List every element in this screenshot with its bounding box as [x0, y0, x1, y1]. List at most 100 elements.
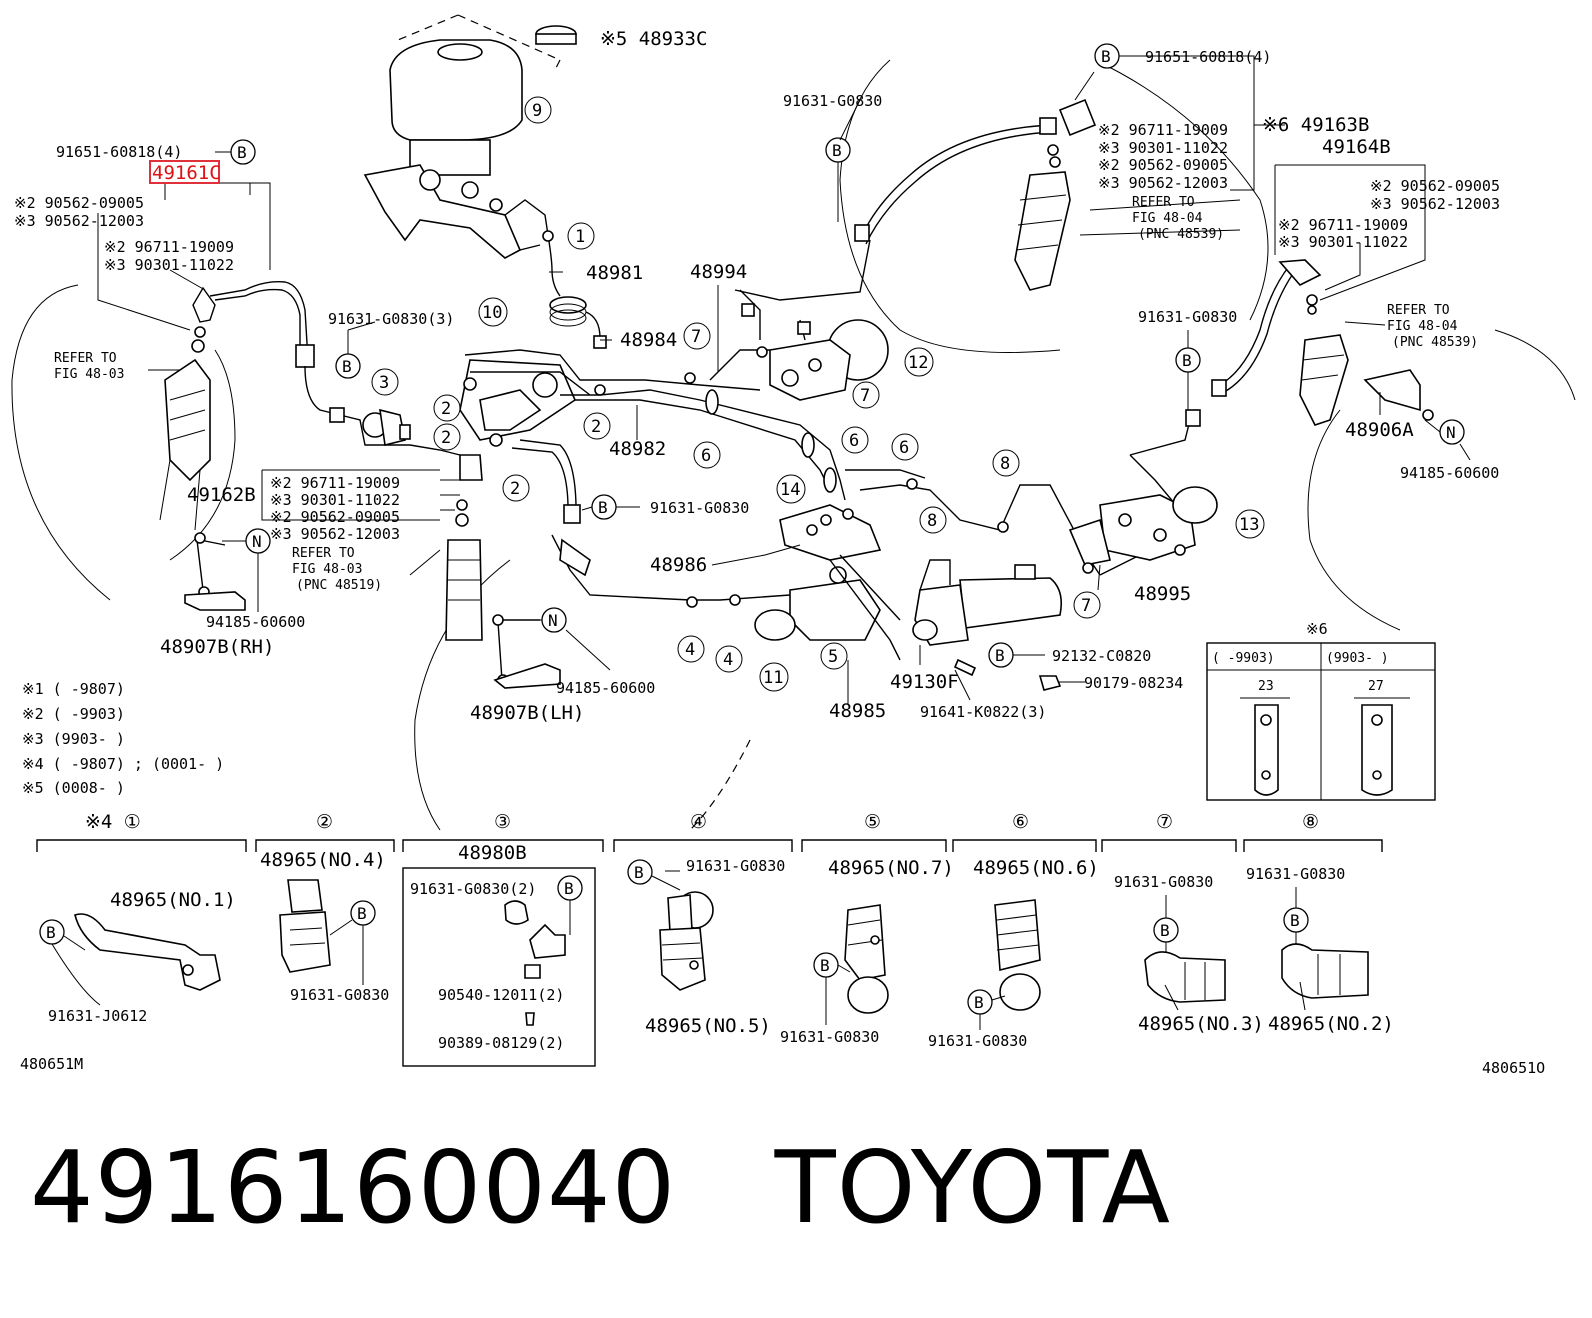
detail-extra-3b: 90389-08129(2)	[438, 1034, 564, 1052]
detail-bolt-8: 91631-G0830	[1246, 865, 1345, 883]
nut-90179	[1038, 675, 1062, 691]
detail-part-3: 48980B	[458, 842, 527, 864]
guide-arc-right-wheel	[1494, 329, 1576, 401]
label-48984: 48984	[620, 329, 677, 351]
label-refer-left-2: FIG 48-03	[54, 367, 124, 382]
label-90562-12003-left: ※3 90562-12003	[14, 212, 144, 230]
guide-arc-right-top	[839, 59, 1061, 353]
svg-text:10: 10	[482, 303, 502, 323]
label-96711-right2: ※2 96711-19009	[1278, 216, 1408, 234]
bracket-49161C	[192, 286, 216, 323]
detail-mark-7: ⑦	[1156, 811, 1173, 833]
label-48906a: 48906A	[1345, 419, 1414, 441]
label-91651-left: 91651-60818(4)	[56, 143, 182, 161]
brake-line-48994b	[734, 239, 871, 301]
clamp-6c	[823, 467, 837, 493]
guide-arc-right-top2	[1094, 59, 1269, 321]
highlight-box	[149, 160, 220, 184]
brake-line-right	[1129, 419, 1191, 456]
footer-part-number: 4916160040	[30, 1129, 677, 1246]
label-49161c[interactable]: 49161C	[152, 162, 221, 184]
note-x6-col2: (9903- )	[1326, 651, 1389, 666]
label-refer-r2-3: (PNC 48539)	[1392, 335, 1478, 350]
svg-text:4: 4	[685, 640, 695, 660]
note-x6-col1: ( -9903)	[1212, 651, 1275, 666]
detail-part-7: 48965(NO.3)	[1138, 1013, 1264, 1035]
svg-text:7: 7	[860, 386, 870, 406]
hose-fitting	[295, 344, 315, 368]
label-90562-09005-right2: ※2 90562-09005	[1370, 177, 1500, 195]
leveling-rod-rh	[184, 532, 246, 611]
svg-text:2: 2	[441, 399, 451, 419]
brake-line-48982	[560, 389, 846, 501]
svg-text:3: 3	[379, 373, 389, 393]
label-49164b: 49164B	[1322, 136, 1391, 158]
svg-text:4: 4	[723, 650, 733, 670]
label-91631-mid: 91631-G0830	[650, 499, 749, 517]
brake-master-cylinder	[363, 14, 577, 259]
detail-row: ※4 ① ② ③ ④ ⑤ ⑥ ⑦ ⑧ 48965(NO.1) 91631-J06…	[36, 811, 1394, 1067]
label-94185-left: 94185-60600	[206, 613, 305, 631]
svg-text:9: 9	[532, 101, 542, 121]
label-48981: 48981	[586, 262, 643, 284]
note-1: ※1 ( -9807)	[22, 680, 125, 698]
detail-mark-4: ④	[690, 811, 707, 833]
svg-text:7: 7	[691, 327, 701, 347]
label-49162b: 49162B	[187, 484, 256, 506]
note-4: ※4 ( -9807) ; (0001- )	[22, 755, 224, 773]
coil-48981	[549, 296, 587, 327]
label-48995: 48995	[1134, 583, 1191, 605]
label-91641: 91641-K0822(3)	[920, 703, 1046, 721]
hose-fitting-mid	[563, 504, 581, 524]
strut-right-top	[1014, 144, 1071, 291]
note-3: ※3 (9903- )	[22, 730, 125, 748]
svg-text:5: 5	[828, 647, 838, 667]
label-refer-r2-1: REFER TO	[1387, 303, 1450, 318]
label-refer-r2-2: FIG 48-04	[1387, 319, 1458, 334]
svg-text:12: 12	[908, 353, 928, 373]
detail-part-4: 48965(NO.5)	[645, 1015, 771, 1037]
label-refer-r1-2: FIG 48-04	[1132, 211, 1203, 226]
label-48985: 48985	[829, 700, 886, 722]
detail-extra-3a: 90540-12011(2)	[438, 986, 564, 1004]
svg-text:8: 8	[927, 511, 937, 531]
actuator-48985	[754, 504, 901, 661]
brake-line-8	[859, 484, 1101, 576]
ref-code-left: 480651M	[20, 1055, 83, 1073]
svg-text:6: 6	[899, 438, 909, 458]
bolt-91641	[953, 658, 977, 677]
label-48907b-lh: 48907B(LH)	[470, 702, 584, 724]
svg-text:2: 2	[591, 417, 601, 437]
label-refer-left-1: REFER TO	[54, 351, 117, 366]
detail-bolt-5: 91631-G0830	[780, 1028, 879, 1046]
hose-49163B	[859, 124, 1051, 241]
guide-arc-left-wheel	[11, 284, 111, 601]
label-96711-mid: ※2 96711-19009	[270, 474, 400, 492]
detail-mark-6: ⑥	[1012, 811, 1029, 833]
detail-part-6: 48965(NO.6)	[973, 857, 1099, 879]
valve-48995	[1068, 486, 1218, 566]
part-labels: ※5 48933C 91651-60818(4) 49161C ※2 90562…	[14, 28, 1500, 724]
hose-49164B	[1219, 264, 1291, 386]
label-91651-right: 91651-60818(4)	[1145, 48, 1271, 66]
brake-line-left	[304, 365, 461, 456]
svg-text:13: 13	[1239, 515, 1259, 535]
detail-bolt-7: 91631-G0830	[1114, 873, 1213, 891]
svg-text:1: 1	[575, 227, 585, 247]
detail-part-8: 48965(NO.2)	[1268, 1013, 1394, 1035]
label-94185-right: 94185-60600	[1400, 464, 1499, 482]
svg-text:8: 8	[1000, 454, 1010, 474]
hydraulic-unit-12	[739, 289, 889, 401]
label-refer-m2: FIG 48-03	[292, 562, 362, 577]
svg-text:11: 11	[763, 668, 783, 688]
note-5: ※5 (0008- )	[22, 779, 125, 797]
ref-code-right: 480651O	[1482, 1059, 1545, 1077]
detail-mark-8: ⑧	[1302, 811, 1319, 833]
label-90301-left: ※3 90301-11022	[104, 256, 234, 274]
svg-text:2: 2	[441, 428, 451, 448]
label-90301-right1: ※3 90301-11022	[1098, 139, 1228, 157]
bracket-48965-no1	[74, 913, 221, 991]
svg-text:7: 7	[1081, 596, 1091, 616]
clamp-48965-no6	[994, 899, 1041, 972]
